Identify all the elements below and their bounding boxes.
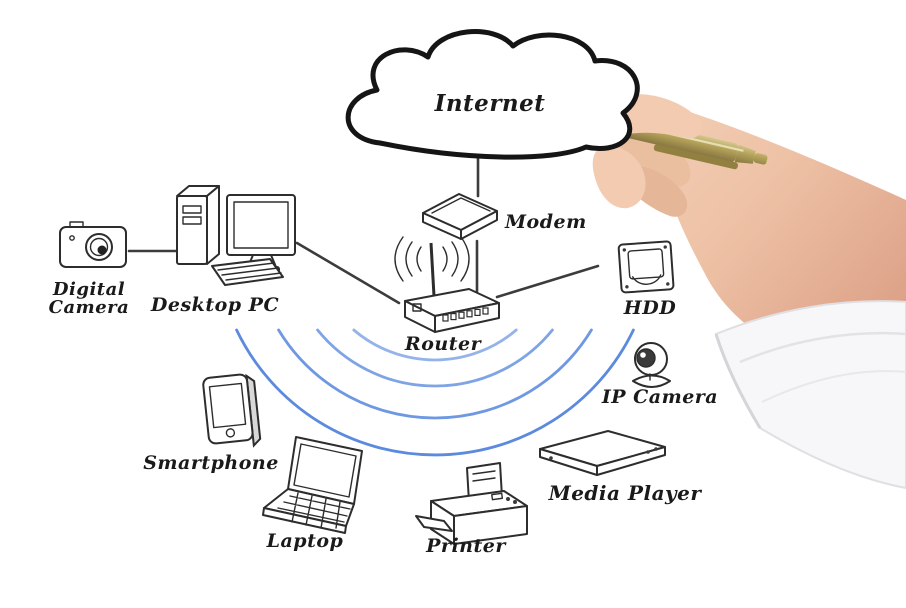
ip-camera-lens <box>636 348 656 368</box>
connection-router-to-hdd <box>495 264 600 299</box>
modem-icon <box>422 193 498 240</box>
label-digital-camera-line2: Camera <box>49 297 130 318</box>
wifi-arc-3 <box>277 328 593 420</box>
laptop-icon <box>262 436 363 534</box>
sleeve-edge-shadow <box>714 333 762 429</box>
connection-lines <box>127 151 600 305</box>
router-ports <box>442 307 489 322</box>
wifi-arc-2 <box>316 328 554 388</box>
label-printer: Printer <box>425 535 507 557</box>
sleeve-fold-2 <box>761 370 906 403</box>
hand-thumb <box>592 146 646 209</box>
label-laptop: Laptop <box>266 530 344 552</box>
smartphone-icon <box>202 373 262 448</box>
label-desktop-pc: Desktop PC <box>150 294 279 316</box>
desktop-pc-icon <box>176 185 296 286</box>
media-player-icon <box>539 430 666 476</box>
hdd-icon <box>617 240 675 294</box>
digital-camera-icon <box>59 221 127 268</box>
label-modem: Modem <box>504 211 587 233</box>
wifi-arc-4 <box>235 328 635 457</box>
label-ip-camera: IP Camera <box>601 386 718 408</box>
shirt-sleeve <box>714 300 906 490</box>
internet-cloud <box>345 29 640 160</box>
router-icon <box>394 236 500 333</box>
pen-clicker <box>753 153 768 165</box>
wifi-arcs <box>235 328 635 457</box>
cloud-outline <box>345 29 640 160</box>
label-smartphone: Smartphone <box>143 452 279 474</box>
ip-camera-lens-glint <box>640 352 646 358</box>
pen-clip <box>653 144 738 170</box>
hand-with-pen <box>536 94 906 490</box>
printer-icon <box>415 462 528 545</box>
camera-lens <box>97 245 107 255</box>
router-antenna <box>429 242 436 297</box>
ip-camera-icon <box>632 342 671 388</box>
connection-router-to-desktop_pc <box>295 241 401 305</box>
label-digital-camera-line1: Digital <box>52 279 125 300</box>
label-media-player: Media Player <box>548 481 703 505</box>
label-internet: Internet <box>434 90 546 117</box>
hand-finger-middle <box>606 128 691 187</box>
sleeve-fold-1 <box>739 331 906 364</box>
label-hdd: HDD <box>623 297 676 319</box>
label-router: Router <box>404 333 483 355</box>
wifi-arc-1 <box>352 328 518 362</box>
